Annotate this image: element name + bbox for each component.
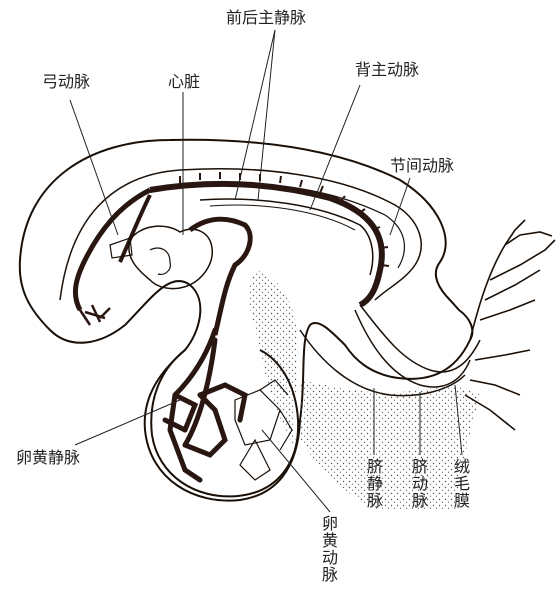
label-aortic-arch: 弓动脉	[42, 74, 90, 90]
vitelline-vein-network	[165, 330, 245, 480]
yolk-stipple	[249, 270, 300, 460]
label-vitelline-artery: 卵黄动脉	[320, 515, 336, 583]
cardinal-vein-inner	[210, 205, 355, 230]
label-dorsal-aorta: 背主动脉	[355, 62, 419, 78]
cardinal-vein-vessel	[200, 199, 373, 275]
aortic-arch-vessel	[75, 190, 150, 310]
heart-inner	[150, 248, 170, 274]
label-intersegmental-artery: 节间动脉	[390, 158, 454, 174]
head-vessel-branches	[80, 305, 110, 325]
label-umbilical-vein: 脐静脉	[365, 458, 381, 509]
label-vitelline-vein: 卵黄静脉	[16, 450, 80, 466]
label-chorion: 绒毛膜	[452, 458, 468, 509]
label-heart: 心脏	[168, 74, 200, 90]
label-anterior-posterior-cardinal-vein: 前后主静脉	[226, 10, 306, 26]
umbilical-vessels	[300, 305, 480, 396]
label-umbilical-artery: 脐动脉	[410, 458, 426, 509]
heart-outline	[129, 226, 212, 288]
